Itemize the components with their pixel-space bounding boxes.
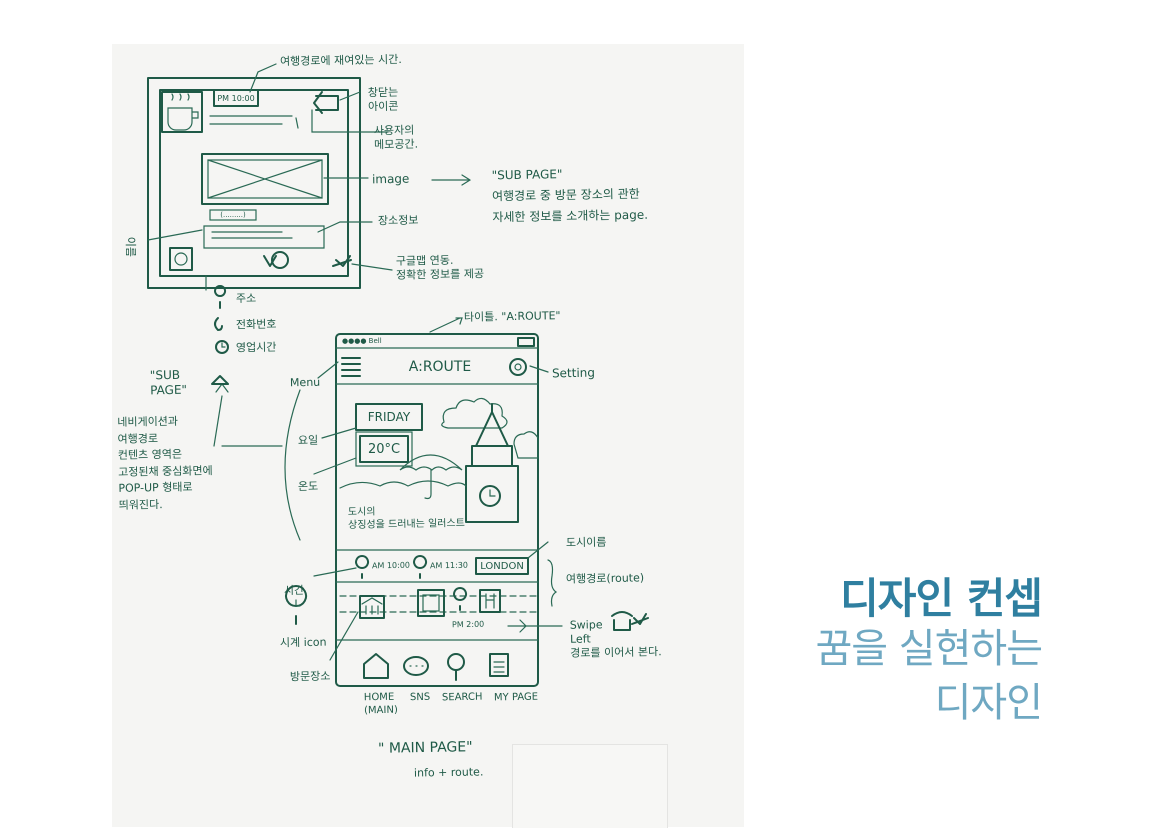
sub-page-triangle xyxy=(211,375,229,385)
image-frame xyxy=(201,153,329,205)
city-text: LONDON xyxy=(480,560,524,572)
cloud-illustration xyxy=(441,397,508,429)
phone-frame xyxy=(335,333,539,687)
menu-description-note: 네비게이션과 여행경로 컨텐츠 영역은 고정된채 중심화면에 POP-UP 형태… xyxy=(117,414,213,512)
route-section xyxy=(335,549,539,641)
setting-note: Setting xyxy=(551,365,596,381)
city-symbol-note: 도시의 상징성을 드러내는 일러스트 xyxy=(347,506,465,531)
image-placeholder-x xyxy=(207,159,323,199)
visit-place-note: 방문장소 xyxy=(289,669,331,684)
temp-box xyxy=(359,435,409,463)
concept-subtitle-2: 디자인 xyxy=(934,680,1043,726)
gear-icon xyxy=(509,358,527,376)
cup-icon xyxy=(161,91,203,133)
clock-icon-note: 시계 icon xyxy=(279,635,327,650)
swipe-star-icon xyxy=(631,613,649,625)
menu-note: Menu xyxy=(289,375,321,390)
name-note: 이름 xyxy=(124,236,137,257)
time-note: 시간 xyxy=(283,583,305,598)
sketch-paper xyxy=(112,44,744,827)
status-bar-text: ●●●● Bell xyxy=(342,337,382,345)
main-page-sublabel: info + route. xyxy=(413,765,484,780)
google-map-note: 구글맵 연동. 정확한 정보를 제공 xyxy=(395,253,485,282)
route-note: 여행경로(route) xyxy=(565,571,645,586)
restaurant-icon xyxy=(479,589,501,613)
memo-lines xyxy=(209,115,299,129)
star-icon xyxy=(332,255,352,267)
route-a-icon xyxy=(271,251,289,269)
title-note: 타이틀. "A:ROUTE" xyxy=(463,309,561,324)
swipe-phone-icon xyxy=(611,611,633,631)
phone-note: 전화번호 xyxy=(235,317,277,332)
umbrella-illustration xyxy=(399,454,463,500)
home-icon xyxy=(363,653,389,679)
place-info-box xyxy=(203,225,325,249)
my-page-icon xyxy=(489,653,509,677)
day-box xyxy=(355,403,423,431)
city-name-note: 도시이름 xyxy=(565,535,607,550)
nav-search-label: SEARCH xyxy=(441,691,483,704)
time-remaining-note: 여행경로에 재여있는 시간. xyxy=(279,52,402,69)
close-icon-note: 창닫는 아이콘 xyxy=(367,85,399,114)
image-note: image xyxy=(371,171,410,187)
time-box xyxy=(213,89,259,107)
pointer-triangle xyxy=(263,255,277,267)
temperature-text: 20°C xyxy=(367,441,401,457)
location-pin-icon xyxy=(214,285,227,309)
paper-edge xyxy=(512,744,668,828)
nav-home-label: HOME (MAIN) xyxy=(363,691,398,716)
clock-pin-icon xyxy=(285,585,308,625)
route-time-2: AM 11:30 xyxy=(429,560,469,571)
day-label-note: 요일 xyxy=(297,433,319,448)
sub-page-description: "SUB PAGE" 여행경로 중 방문 장소의 관한 자세한 정보를 소개하는… xyxy=(491,167,649,225)
app-title: A:ROUTE xyxy=(408,359,472,375)
place-name-text: (.........) xyxy=(220,211,246,219)
memo-note: 사용자의 메모공간. xyxy=(373,123,419,152)
pin-1-icon xyxy=(355,555,370,579)
museum-icon xyxy=(359,595,385,619)
place-name-box xyxy=(209,209,257,221)
sub-page-menu-note: "SUB PAGE" xyxy=(149,367,188,398)
phone-icon xyxy=(214,317,223,331)
main-page-label: " MAIN PAGE" xyxy=(377,739,473,757)
city-box xyxy=(475,557,529,575)
big-ben-illustration xyxy=(465,403,519,523)
swipe-note: Swipe Left 경로를 이어서 본다. xyxy=(569,618,662,660)
place-info-note: 장소정보 xyxy=(377,213,419,228)
menu-icon xyxy=(341,357,361,377)
route-time-3: PM 2:00 xyxy=(451,619,485,630)
square-place-icon xyxy=(417,589,445,617)
swipe-arrow xyxy=(507,619,527,633)
temp-label-note: 온도 xyxy=(297,479,319,494)
clock-icon xyxy=(215,340,229,354)
concept-subtitle-1: 꿈을 실현하는 xyxy=(815,626,1043,672)
nav-my-page-label: MY PAGE xyxy=(493,691,539,704)
address-note: 주소 xyxy=(235,291,257,306)
close-arrow-icon xyxy=(313,91,339,114)
search-icon xyxy=(447,653,465,671)
day-text: FRIDAY xyxy=(367,410,411,424)
pin-2-icon xyxy=(413,555,428,579)
concept-title: 디자인 컨셉 xyxy=(840,574,1043,623)
map-button xyxy=(169,247,193,271)
sns-icon xyxy=(403,656,429,676)
time-box-text: PM 10:00 xyxy=(217,93,255,103)
route-time-1: AM 10:00 xyxy=(371,560,411,571)
battery-icon xyxy=(517,337,535,347)
hours-note: 영업시간 xyxy=(235,340,277,355)
nav-sns-label: SNS xyxy=(409,691,431,704)
pin-3-icon xyxy=(453,587,468,611)
